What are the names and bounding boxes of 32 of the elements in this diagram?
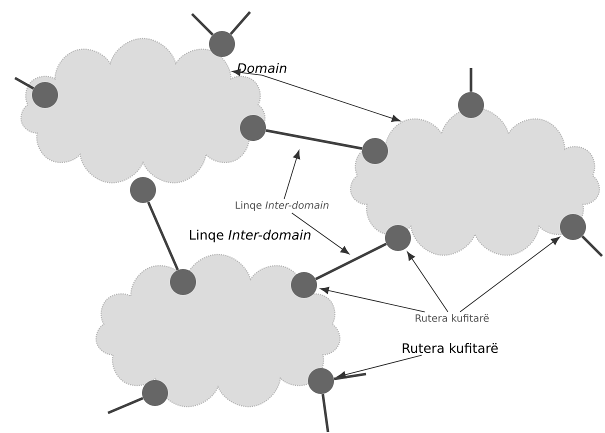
- link-line: [470, 68, 472, 92]
- leader-line: [336, 354, 422, 378]
- leader-line: [232, 68, 262, 76]
- router-circle: [209, 31, 235, 57]
- callout-label: Linqe Inter-domain: [236, 201, 329, 211]
- leader-line: [262, 74, 400, 122]
- cloud-shape: [350, 107, 600, 256]
- callout-label: Linqe Inter-domain: [186, 228, 314, 244]
- leader-line: [291, 212, 350, 254]
- router-circle: [130, 177, 156, 203]
- leader-line: [284, 150, 300, 200]
- callout-label: Rutera kufitarë: [416, 314, 489, 322]
- cloud-shape: [96, 254, 340, 408]
- link-line: [334, 372, 366, 380]
- router-circle: [291, 272, 317, 298]
- callout-label: Rutera kufitarë: [400, 340, 500, 356]
- link-line: [315, 242, 387, 280]
- link-line: [581, 235, 603, 257]
- link-line: [322, 394, 330, 432]
- router-circle: [385, 225, 411, 251]
- link-line: [191, 13, 214, 36]
- router-circle: [142, 380, 168, 406]
- leader-line: [320, 286, 426, 312]
- leader-line: [407, 252, 448, 312]
- router-circle: [308, 368, 334, 394]
- router-circle: [458, 92, 484, 118]
- link-line: [266, 129, 362, 150]
- link-line: [108, 396, 144, 414]
- leader-line: [460, 236, 560, 312]
- link-line: [147, 202, 179, 270]
- link-line: [230, 11, 251, 35]
- link-line: [14, 76, 34, 90]
